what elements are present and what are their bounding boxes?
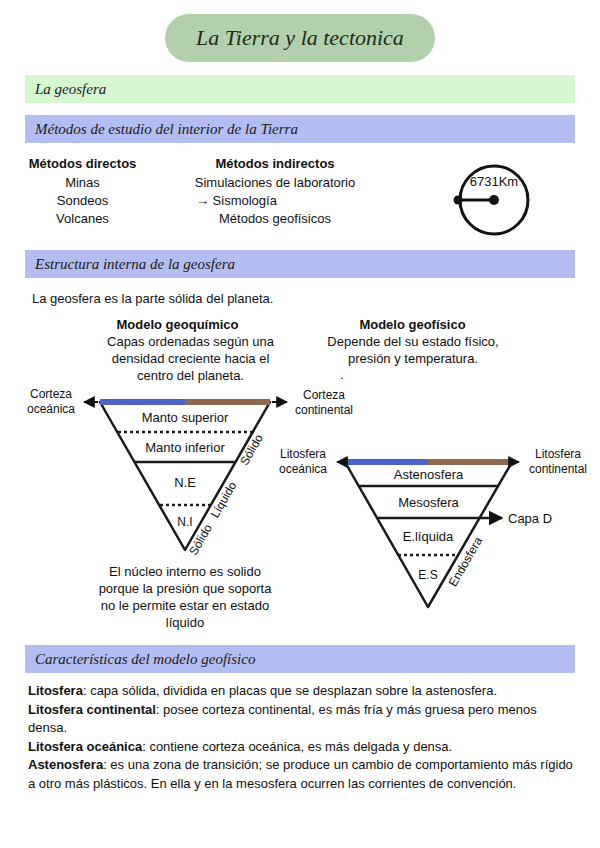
text-label: Manto inferior [120, 439, 250, 456]
section-heading: Métodos de estudio del interior de la Ti… [35, 121, 298, 138]
text-label: Minas [20, 174, 145, 191]
text-label: → Sismología [196, 192, 277, 209]
text-label: E.líquida [388, 528, 468, 545]
subheading: Métodos indirectos [195, 155, 355, 172]
section-band: Características del modelo geofísico [25, 645, 575, 673]
text-label: La geosfera es la parte sólida del plane… [32, 290, 273, 307]
geochemical-triangle [84, 402, 287, 550]
text-label: Astenosfera [370, 466, 487, 483]
text-label: Capa D [508, 510, 552, 527]
radius-value: 6731Km [458, 174, 530, 189]
text-label: E.S [413, 567, 443, 584]
term: Litosfera oceánica [28, 739, 142, 754]
subheading: Modelo geofísico [330, 316, 495, 333]
text-label: El núcleo interno es solido porque la pr… [90, 563, 280, 631]
text-label: Simulaciones de laboratorio [175, 174, 375, 191]
text-label: Sondeos [20, 192, 145, 209]
subheading: Métodos directos [20, 155, 145, 172]
definition-paragraph: Litosfera oceánica: contiene corteza oce… [28, 738, 576, 757]
text-label: Corteza continental [290, 388, 358, 418]
section-heading: La geosfera [35, 81, 106, 98]
definition-paragraph: Litosfera: capa sólida, dividida en plac… [28, 682, 576, 701]
definitions: Litosfera: capa sólida, dividida en plac… [28, 682, 576, 793]
term: Litosfera continental [28, 702, 156, 717]
definition: : es una zona de transición; se produce … [28, 757, 573, 791]
text-label: Corteza oceánica [22, 387, 80, 417]
title-pill: La Tierra y la tectonica [165, 14, 435, 62]
term: Astenosfera [28, 757, 103, 772]
radius-circle: 6731Km [458, 164, 530, 236]
text-label: Mesosfera [380, 494, 477, 511]
section-band: La geosfera [25, 75, 575, 103]
definition-paragraph: Litosfera continental: posee corteza con… [28, 701, 576, 738]
text-label: Capas ordenadas según una densidad creci… [98, 333, 283, 384]
text-label: N.I [170, 514, 200, 531]
geophysical-triangle [337, 462, 519, 607]
text-label: Métodos geofísicos [195, 210, 355, 227]
definition: : contiene corteza oceánica, es más delg… [142, 739, 452, 754]
text-label: Litosfera oceánica [272, 447, 334, 477]
text-label: . [340, 366, 344, 383]
text-label: Depende del su estado físico, presión y … [318, 333, 508, 367]
title-text: La Tierra y la tectonica [196, 25, 404, 51]
subheading: Modelo geoquímico [95, 316, 260, 333]
definition-paragraph: Astenosfera: es una zona de transición; … [28, 756, 576, 793]
section-band: Estructura interna de la geosfera [25, 250, 575, 278]
term: Litosfera [28, 683, 83, 698]
text-label: Manto superior [120, 409, 250, 426]
text-label: Volcanes [20, 210, 145, 227]
text-label: N.E [165, 474, 205, 491]
section-heading: Características del modelo geofísico [35, 651, 255, 668]
section-heading: Estructura interna de la geosfera [35, 256, 235, 273]
text-label: Litosfera continental [522, 447, 594, 477]
section-band: Métodos de estudio del interior de la Ti… [25, 115, 575, 143]
definition: : capa sólida, dividida en placas que se… [83, 683, 497, 698]
